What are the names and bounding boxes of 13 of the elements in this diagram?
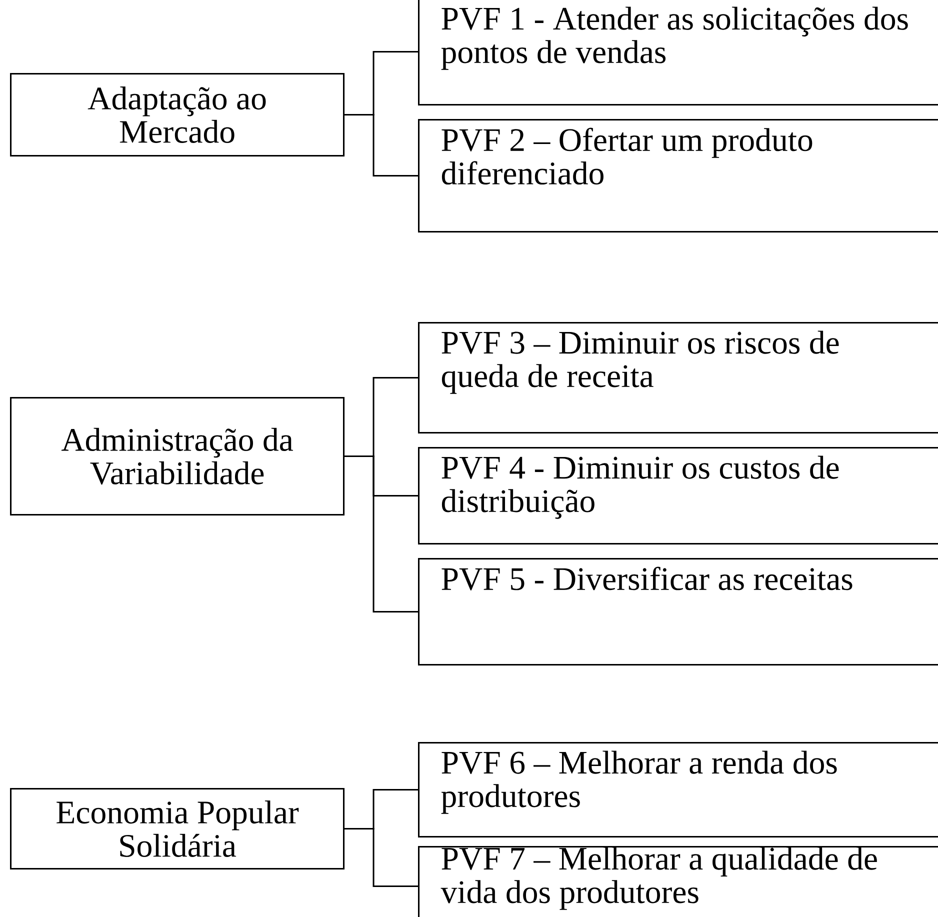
goal-box: PVF 6 – Melhorar a renda dos produtores [418,742,938,838]
goal-box: PVF 2 – Ofertar um produto diferenciado [418,119,938,233]
category-box: Administração da Variabilidade [10,397,345,516]
goal-box: PVF 5 - Diversificar as receitas [418,558,938,666]
category-box: Adaptação ao Mercado [10,73,345,157]
connector-line [344,114,418,177]
goal-box: PVF 4 - Diminuir os custos de distribuição [418,447,938,545]
goal-box: PVF 1 - Atender as solicitações dos pontos de vendas [418,0,938,106]
category-box: Economia Popular Solidária [10,788,345,870]
goal-box: PVF 7 – Melhorar a qualidade de vida dos produtores [418,846,938,917]
connector-line [344,828,418,888]
goal-box: PVF 3 – Diminuir os riscos de queda de receita [418,322,938,434]
connector-line [344,456,418,613]
